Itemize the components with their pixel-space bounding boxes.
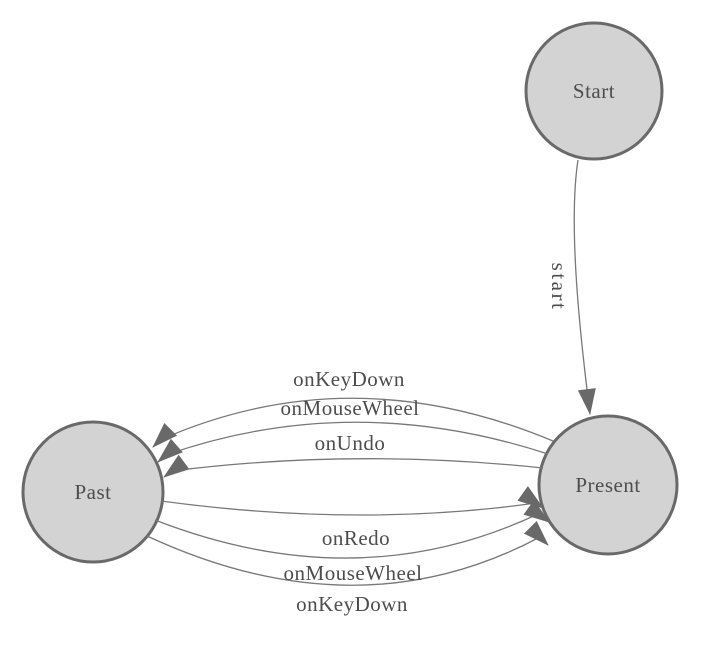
transition-label-past-to-present-onredo: onRedo bbox=[322, 526, 390, 550]
state-node-start bbox=[524, 21, 664, 161]
transition-edge-present-to-past-onkeydown bbox=[152, 397, 554, 448]
transition-label-present-to-past-onundo: onUndo bbox=[315, 431, 386, 455]
state-node-past bbox=[21, 420, 165, 564]
transition-edge-past-to-present-onkeydown bbox=[146, 520, 549, 586]
state-label-start: Start bbox=[573, 79, 615, 103]
state-label-past: Past bbox=[74, 480, 111, 504]
transition-edge-past-to-present-onmousewheel bbox=[154, 500, 550, 559]
state-label-present: Present bbox=[575, 473, 640, 497]
transition-edge-past-to-present-onredo bbox=[160, 486, 544, 516]
transition-edge-start-to-present bbox=[573, 159, 596, 415]
state-node-present bbox=[537, 414, 679, 556]
transition-label-start-to-present: start bbox=[547, 263, 571, 312]
transition-label-past-to-present-onmousewheel: onMouseWheel bbox=[284, 561, 423, 585]
transition-edge-present-to-past-onundo bbox=[163, 454, 544, 478]
transition-edge-present-to-past-onmousewheel bbox=[157, 421, 549, 463]
transition-label-past-to-present-onkeydown: onKeyDown bbox=[296, 592, 408, 616]
transition-label-present-to-past-onkeydown: onKeyDown bbox=[293, 367, 405, 391]
transition-label-present-to-past-onmousewheel: onMouseWheel bbox=[281, 396, 420, 420]
